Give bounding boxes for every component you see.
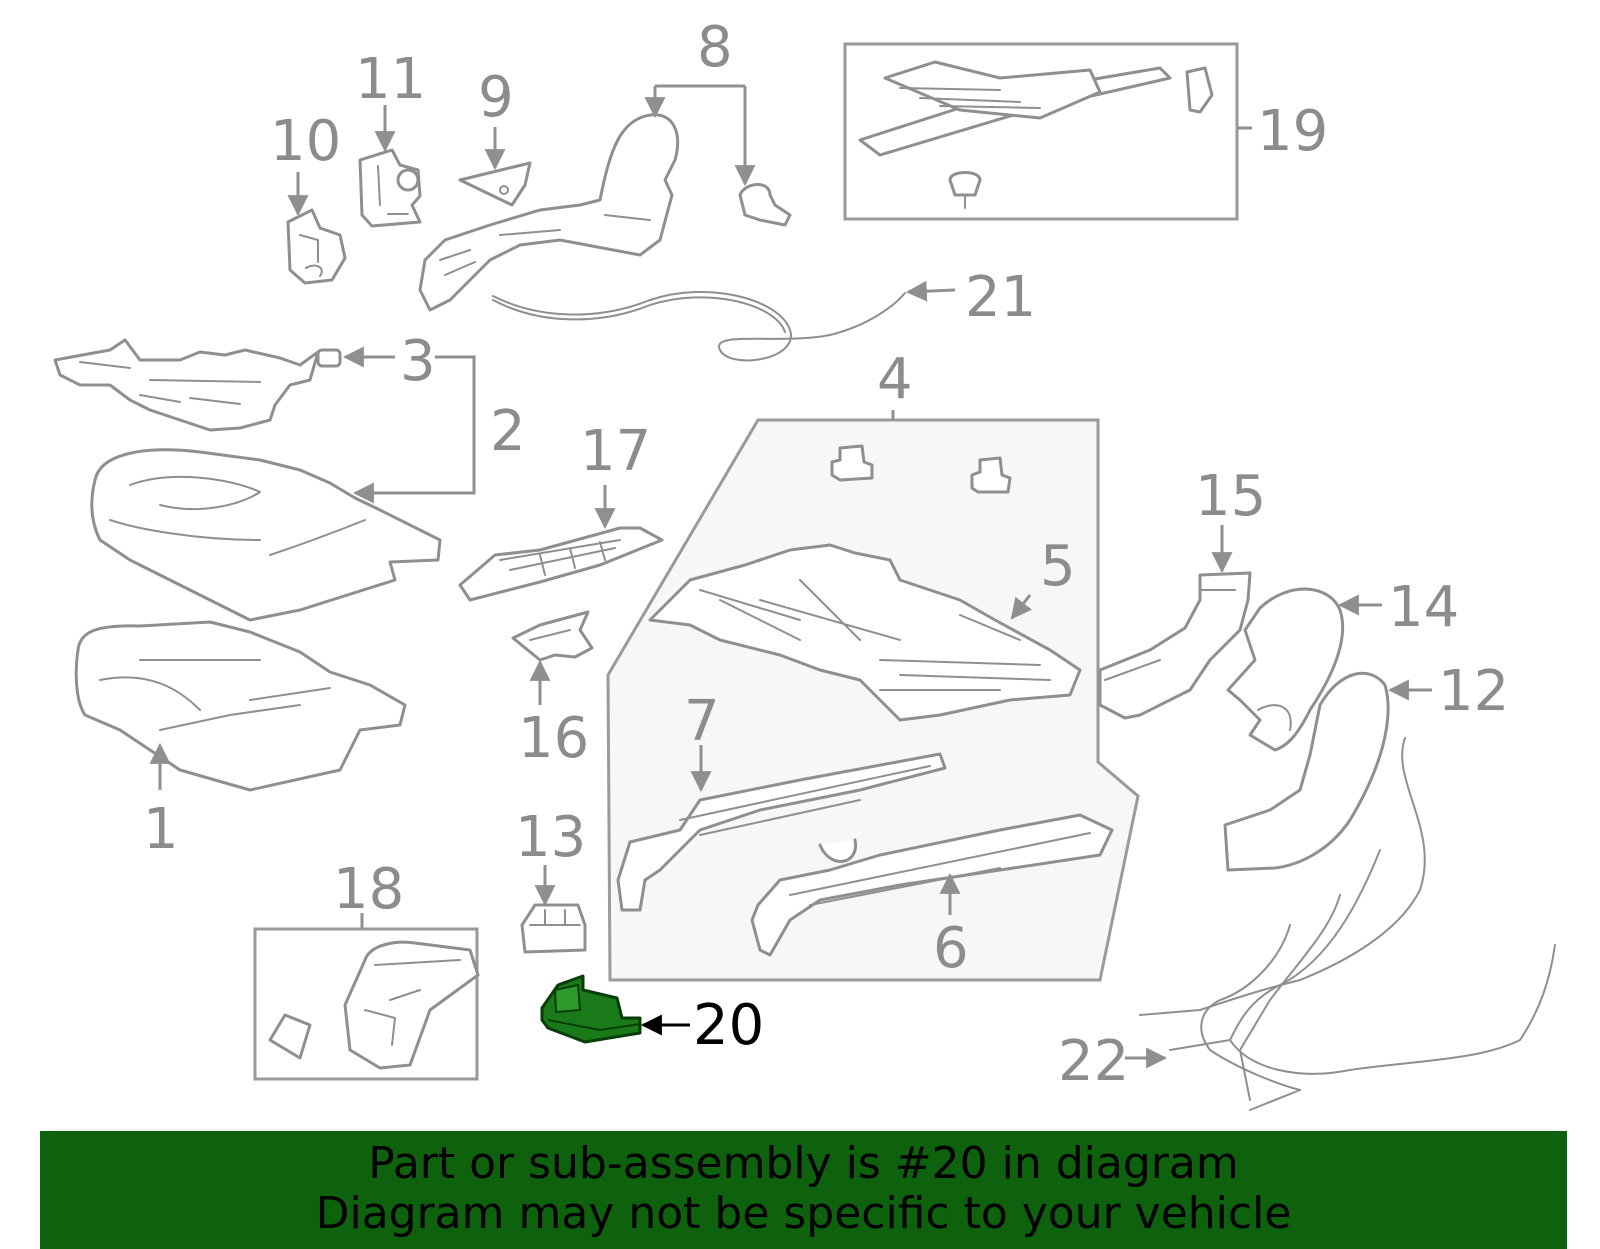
part-15-cover[interactable] — [1098, 571, 1252, 720]
part-11-bracket[interactable] — [358, 148, 422, 228]
callout-14: 14 — [1388, 575, 1459, 640]
callout-20: 20 — [693, 993, 764, 1058]
part-17-under-cover[interactable] — [458, 526, 664, 602]
callout-5: 5 — [1040, 534, 1076, 599]
part-2-seat-cushion-pad[interactable] — [90, 448, 442, 622]
group-box-19 — [843, 42, 1239, 221]
callout-1: 1 — [143, 797, 179, 862]
part-18-switch-assembly[interactable] — [268, 940, 480, 1070]
callout-22: 22 — [1058, 1029, 1129, 1094]
callout-16: 16 — [518, 706, 589, 771]
part-16-cover[interactable] — [511, 610, 594, 662]
callout-17: 17 — [580, 419, 651, 484]
callout-18: 18 — [333, 857, 404, 922]
part-4-nuts[interactable] — [830, 444, 1012, 494]
part-5-seat-frame[interactable] — [648, 543, 1082, 722]
callout-9: 9 — [478, 65, 514, 130]
part-1-seat-cushion-cover[interactable] — [74, 620, 407, 792]
callout-12: 12 — [1438, 659, 1509, 724]
part-14-cover[interactable] — [1226, 587, 1345, 752]
part-20-bracket-highlighted[interactable] — [540, 974, 642, 1044]
part-3-heater-mat[interactable] — [53, 338, 342, 432]
part-6-seat-track[interactable] — [750, 813, 1114, 957]
banner-line-1: Part or sub-assembly is #20 in diagram — [368, 1138, 1239, 1189]
part-21-cable[interactable] — [492, 291, 906, 362]
callout-4: 4 — [877, 347, 913, 412]
part-22-wire-harness[interactable] — [1139, 737, 1556, 1111]
callout-2: 2 — [490, 399, 526, 464]
callout-10: 10 — [270, 109, 341, 174]
callout-19: 19 — [1257, 99, 1328, 164]
callout-6: 6 — [933, 916, 969, 981]
part-7-seat-track[interactable] — [616, 752, 947, 912]
part-8-trim-panel[interactable] — [418, 113, 792, 312]
part-12-cover[interactable] — [1223, 671, 1390, 872]
callout-13: 13 — [515, 805, 586, 870]
part-10-bracket[interactable] — [286, 208, 347, 285]
callout-3: 3 — [400, 329, 436, 394]
part-9-cover[interactable] — [458, 161, 532, 207]
group-box-18 — [253, 927, 479, 1081]
part-19-trim-cover[interactable] — [858, 60, 1214, 209]
callout-21: 21 — [965, 265, 1036, 330]
callout-15: 15 — [1195, 464, 1266, 529]
info-banner: Part or sub-assembly is #20 in diagram D… — [40, 1131, 1567, 1249]
callout-11: 11 — [355, 47, 426, 112]
callout-8: 8 — [697, 15, 733, 80]
banner-line-2: Diagram may not be specific to your vehi… — [315, 1188, 1292, 1239]
callout-7: 7 — [684, 689, 720, 754]
part-13-bracket[interactable] — [520, 903, 587, 954]
